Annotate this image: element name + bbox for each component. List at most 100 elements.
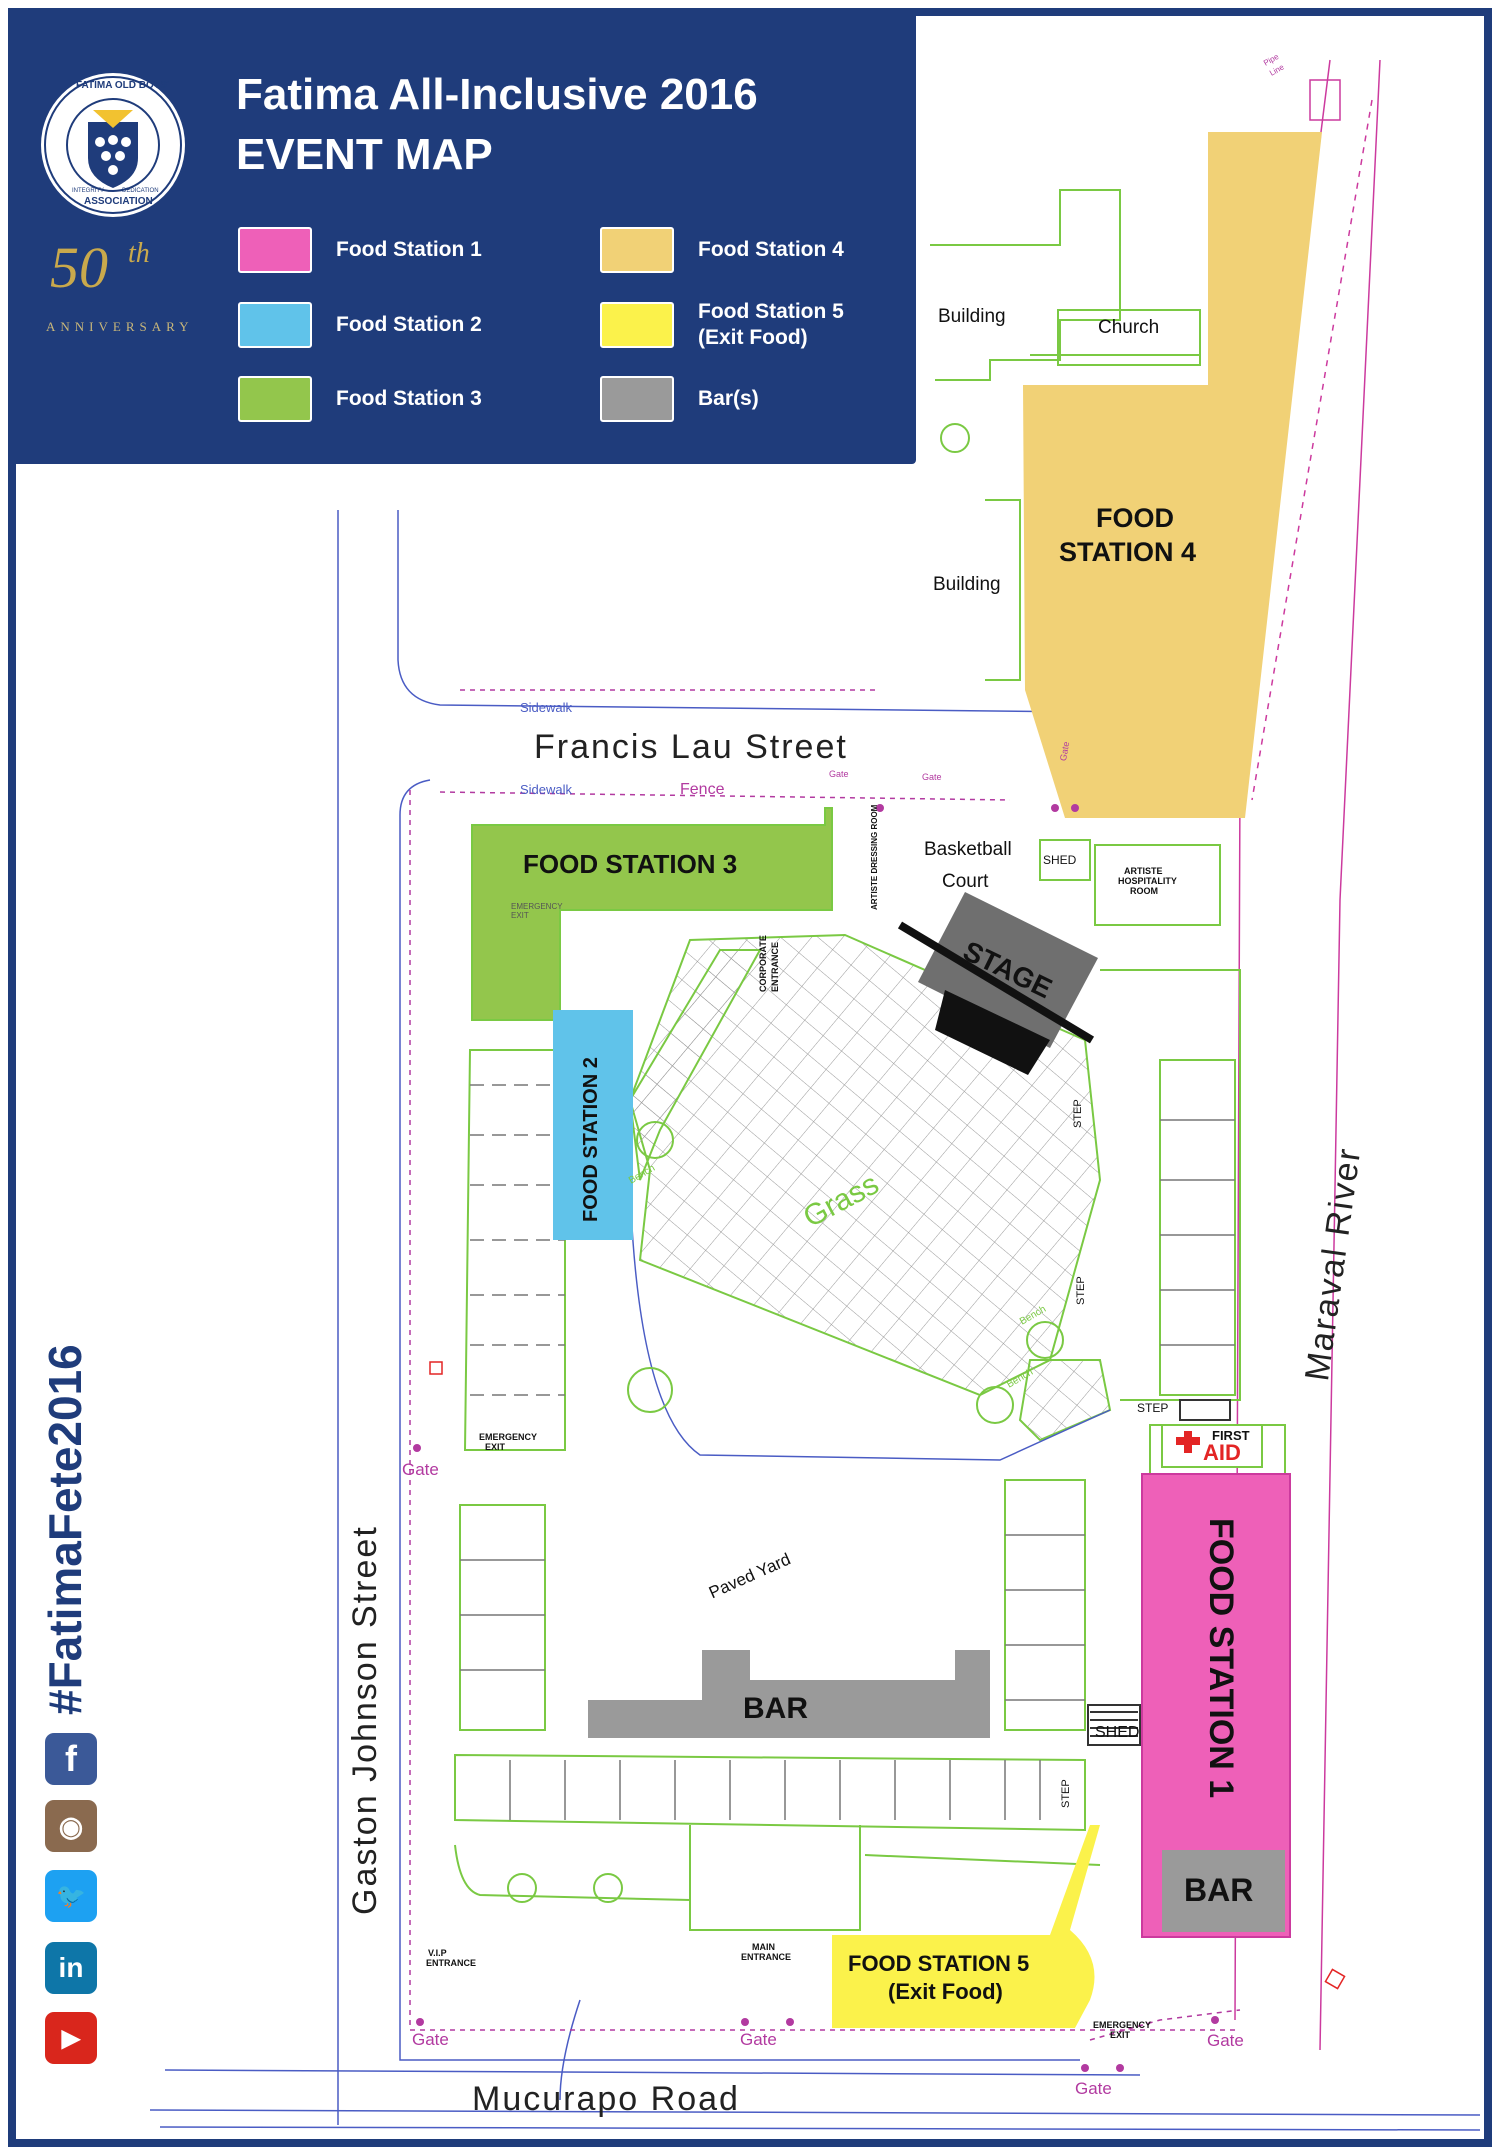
legend-swatch <box>600 376 674 422</box>
linkedin-icon[interactable]: in <box>45 1942 97 1994</box>
label-first-aid-line2: AID <box>1203 1440 1241 1465</box>
twitter-glyph: 🐦 <box>56 1882 86 1910</box>
label-building-lower: Building <box>933 574 1001 595</box>
legend-label: Food Station 1 <box>336 238 482 261</box>
event-subtitle: EVENT MAP <box>236 130 493 179</box>
label-gate-ne: Gate <box>922 772 942 782</box>
street-gaston-johnson: Gaston Johnson Street <box>346 1525 384 1915</box>
label-step-3: STEP <box>1137 1401 1169 1415</box>
label-main-entrance-line2: ENTRANCE <box>741 1952 792 1962</box>
event-title: Fatima All-Inclusive 2016 <box>236 70 758 119</box>
label-first-aid-line1: FIRST <box>1212 1428 1250 1443</box>
label-artiste-dressing: ARTISTE DRESSING ROOM <box>870 804 879 910</box>
label-food-station-4-line2: STATION 4 <box>1059 537 1197 567</box>
legend-swatch <box>238 376 312 422</box>
label-artiste-hospitality-line2: HOSPITALITY <box>1118 876 1177 886</box>
label-emergency-exit-west-line1: EMERGENCY <box>479 1432 538 1442</box>
legend-label: Food Station 4 <box>698 238 844 261</box>
facebook-glyph: f <box>65 1738 77 1779</box>
label-sidewalk-lower: Sidewalk <box>520 782 573 797</box>
label-food-station-3: FOOD STATION 3 <box>523 849 738 879</box>
label-gate-west: Gate <box>402 1460 439 1479</box>
label-shed-upper: SHED <box>1043 853 1077 867</box>
food-station-2-zone[interactable] <box>553 1010 633 1240</box>
label-main-entrance-line1: MAIN <box>752 1942 775 1952</box>
main-bar-zone[interactable] <box>588 1650 990 1738</box>
label-gate-se: Gate <box>1207 2031 1244 2050</box>
legend-item-food-station-4: Food Station 4 <box>600 227 844 273</box>
legend-swatch <box>600 227 674 273</box>
logo-motto-left: INTEGRITY <box>72 188 105 194</box>
label-gate-sw: Gate <box>412 2030 449 2049</box>
stairs <box>1087 1399 1231 1746</box>
logo-ring-top: FATIMA OLD BOYS' <box>76 80 170 91</box>
food-station-4-zone[interactable] <box>1023 132 1322 818</box>
facebook-icon[interactable]: f <box>45 1733 97 1785</box>
label-side-bar: BAR <box>1184 1872 1254 1908</box>
label-sidewalk-upper: Sidewalk <box>520 700 573 715</box>
legend-item-food-station-5: Food Station 5 (Exit Food) <box>600 299 844 351</box>
label-food-station-2: FOOD STATION 2 <box>580 1057 602 1222</box>
label-vip-line1: V.I.P <box>428 1948 447 1958</box>
instagram-icon[interactable]: ◉ <box>45 1800 97 1852</box>
gate-markers <box>413 804 1219 2072</box>
legend-swatch <box>238 227 312 273</box>
legend-label: Food Station 2 <box>336 313 482 336</box>
label-fence: Fence <box>680 781 725 798</box>
label-emergency-exit-south-line1: EMERGENCY <box>1093 2020 1152 2030</box>
instagram-glyph: ◉ <box>58 1810 84 1842</box>
label-main-bar: BAR <box>743 1692 808 1725</box>
hashtag-text: #FatimaFete2016 <box>39 1344 91 1715</box>
legend-item-bars: Bar(s) <box>600 376 759 422</box>
label-food-station-5-line1: FOOD STATION 5 <box>848 1951 1030 1976</box>
label-emergency-exit-south-line2: EXIT <box>1110 2030 1131 2040</box>
logo-ring-bottom: ASSOCIATION <box>84 196 153 207</box>
logo-motto-right: DEDICATION <box>122 188 159 194</box>
legend-label: Food Station 5 (Exit Food) <box>698 300 844 349</box>
label-food-station-1: FOOD STATION 1 <box>1202 1518 1240 1799</box>
label-artiste-hospitality-line3: ROOM <box>1130 886 1158 896</box>
legend-swatch <box>238 302 312 348</box>
fence-lines <box>409 689 1241 2041</box>
anniversary-word: ANNIVERSARY <box>46 319 194 334</box>
linkedin-glyph: in <box>58 1952 84 1983</box>
association-logo <box>41 73 185 217</box>
label-emergency-exit-fs3-line2: EXIT <box>511 911 529 920</box>
youtube-icon[interactable]: ▶ <box>45 2012 97 2064</box>
legend-swatch <box>600 302 674 348</box>
label-shed-lower: SHED <box>1095 1724 1140 1741</box>
parking-bays <box>460 1084 1235 1820</box>
food-station-3-zone[interactable] <box>471 807 833 1021</box>
label-emergency-exit-fs3-line1: EMERGENCY <box>511 902 563 911</box>
label-step-4: STEP <box>1060 1779 1072 1808</box>
street-lines <box>149 510 1481 2131</box>
label-basketball-line2: Court <box>942 871 989 892</box>
food-station-5-zone[interactable] <box>832 1825 1100 2028</box>
label-vip-line2: ENTRANCE <box>426 1958 477 1968</box>
label-gate-main: Gate <box>740 2030 777 2049</box>
buildings <box>454 189 1286 1931</box>
label-gate-south: Gate <box>1075 2079 1112 2098</box>
label-gate-north: Gate <box>829 769 849 779</box>
legend-label: Bar(s) <box>698 387 759 410</box>
anniversary-suffix: th <box>128 238 150 269</box>
label-building-upper: Building <box>938 306 1006 327</box>
label-church: Church <box>1098 317 1160 338</box>
label-corporate-line2: ENTRANCE <box>770 941 780 992</box>
stage[interactable] <box>897 892 1098 1075</box>
anniversary-number: 50 <box>50 235 108 300</box>
pipe-line-structure <box>1309 79 1341 121</box>
legend-item-food-station-2: Food Station 2 <box>238 302 482 348</box>
label-food-station-5-line2: (Exit Food) <box>888 1979 1003 2004</box>
label-step-1: STEP <box>1072 1099 1084 1128</box>
side-bar-zone[interactable] <box>1162 1850 1285 1932</box>
first-aid-box[interactable] <box>1161 1424 1263 1468</box>
markers-red <box>429 1361 1346 1990</box>
label-corporate-line1: CORPORATE <box>758 935 768 992</box>
twitter-icon[interactable]: 🐦 <box>45 1870 97 1922</box>
street-mucurapo: Mucurapo Road <box>472 2080 740 2118</box>
legend-item-food-station-1: Food Station 1 <box>238 227 482 273</box>
legend-item-food-station-3: Food Station 3 <box>238 376 482 422</box>
first-aid-cross-icon <box>1176 1431 1200 1453</box>
